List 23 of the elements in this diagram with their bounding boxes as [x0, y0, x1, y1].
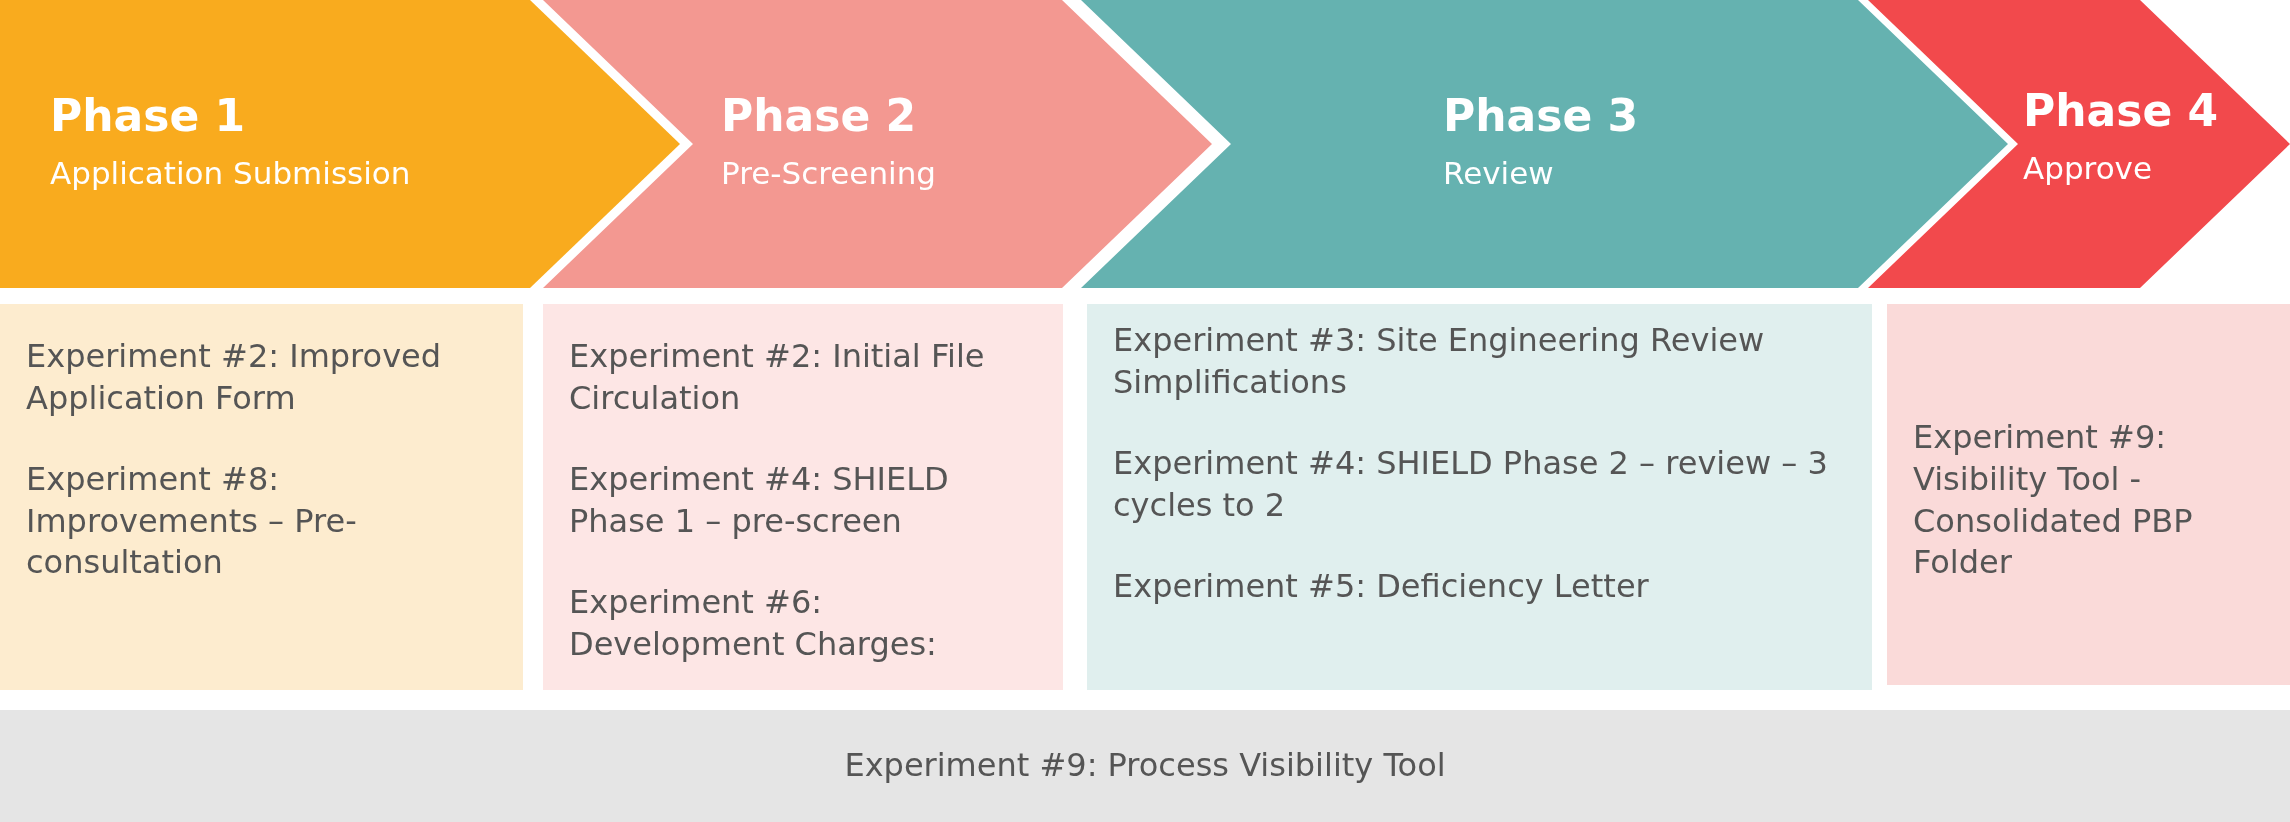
experiment-text: Experiment #5: Deficiency Letter — [1113, 566, 1650, 608]
phase-subtitle: Application Submission — [50, 155, 411, 191]
experiment-text: Experiment #6: Development Charges: — [569, 582, 938, 665]
footer-bar — [0, 710, 2290, 822]
phase-heading: Phase 2 — [721, 90, 917, 141]
experiment-text: Experiment #8: Improvements – Pre-consultation — [26, 459, 358, 584]
phase-heading: Phase 1 — [50, 90, 246, 141]
phase-panel — [1087, 304, 1872, 690]
phase-heading: Phase 4 — [2023, 85, 2219, 136]
phase-subtitle: Approve — [2023, 150, 2152, 186]
phase-panel — [543, 304, 1063, 690]
experiment-text: Experiment #9: Process Visibility Tool — [844, 745, 1446, 787]
experiment-text: Experiment #3: Site Engineering Review Simplifications — [1113, 320, 1766, 403]
experiment-text: Experiment #4: SHIELD Phase 1 – pre-screen — [569, 459, 950, 542]
phase-subtitle: Pre-Screening — [721, 155, 936, 191]
experiment-text: Experiment #4: SHIELD Phase 2 – review – 3 cycles to 2 — [1113, 443, 1829, 526]
phase-panel — [1887, 304, 2290, 685]
phase-panel — [0, 304, 523, 690]
experiment-text: Experiment #9: Visibility Tool - Consolidated PBP Folder — [1913, 417, 2194, 584]
experiment-text: Experiment #2: Initial File Circulation — [569, 336, 986, 419]
experiment-text: Experiment #2: Improved Application Form — [26, 336, 443, 419]
phase-subtitle: Review — [1443, 155, 1554, 191]
phase-heading: Phase 3 — [1443, 90, 1639, 141]
